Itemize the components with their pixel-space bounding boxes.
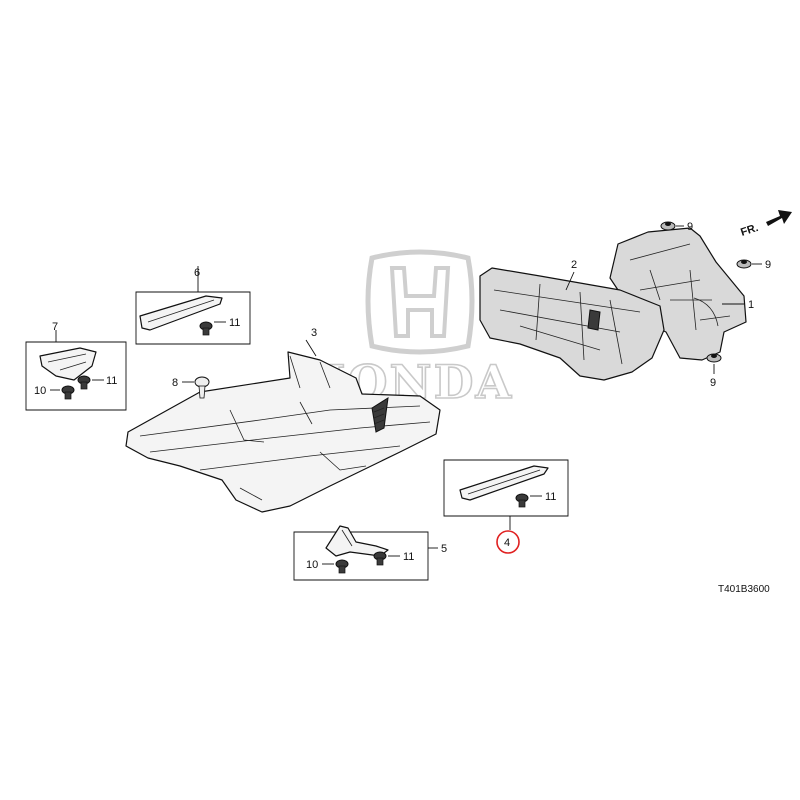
screw-11-box5 bbox=[373, 551, 400, 566]
clip-9-bottom bbox=[706, 353, 722, 374]
callout-9-bottom[interactable]: 9 bbox=[710, 377, 716, 389]
callout-5[interactable]: 5 bbox=[441, 543, 447, 555]
screw-11-box4 bbox=[515, 493, 542, 508]
callout-2[interactable]: 2 bbox=[571, 259, 577, 271]
clip-9-top bbox=[660, 221, 684, 231]
callout-3[interactable]: 3 bbox=[311, 327, 317, 339]
box-6 bbox=[135, 266, 251, 345]
highlight-ring-part-4[interactable] bbox=[496, 530, 520, 554]
callout-1[interactable]: 1 bbox=[748, 299, 754, 311]
clip-9-right bbox=[736, 259, 762, 269]
front-direction-indicator: FR. bbox=[739, 210, 792, 239]
callout-11-box7[interactable]: 11 bbox=[106, 375, 117, 387]
callout-9-top[interactable]: 9 bbox=[687, 221, 693, 233]
screw-11-box7 bbox=[77, 375, 104, 390]
callout-11-box6[interactable]: 11 bbox=[229, 317, 240, 329]
screw-10-box5 bbox=[322, 559, 349, 574]
callout-10-box5[interactable]: 10 bbox=[306, 559, 318, 571]
callout-10-box7[interactable]: 10 bbox=[34, 385, 46, 397]
callout-9-right[interactable]: 9 bbox=[765, 259, 771, 271]
callout-4[interactable]: 4 bbox=[504, 537, 510, 549]
callout-11-box4[interactable]: 11 bbox=[545, 491, 556, 503]
callout-labels: 1 2 3 4 5 6 7 8 9 9 9 10 10 11 11 11 11 bbox=[34, 221, 771, 571]
front-arrow-icon bbox=[766, 210, 792, 226]
callout-6[interactable]: 6 bbox=[194, 267, 200, 279]
box-5 bbox=[293, 525, 438, 581]
diagram-code: T401B3600 bbox=[718, 584, 770, 595]
clip-8 bbox=[182, 376, 210, 399]
part-2-dash-insulator-inner bbox=[479, 267, 665, 381]
screw-11-box6 bbox=[199, 321, 226, 336]
box-7 bbox=[25, 330, 127, 411]
front-direction-label: FR. bbox=[739, 222, 760, 239]
screw-10-box7 bbox=[50, 385, 75, 400]
part-1-dash-insulator-outer bbox=[609, 227, 747, 361]
box-4 bbox=[443, 459, 569, 530]
leader-2 bbox=[565, 271, 575, 291]
callout-11-box5[interactable]: 11 bbox=[403, 551, 414, 563]
callout-7[interactable]: 7 bbox=[52, 321, 58, 333]
callout-8[interactable]: 8 bbox=[172, 377, 178, 389]
